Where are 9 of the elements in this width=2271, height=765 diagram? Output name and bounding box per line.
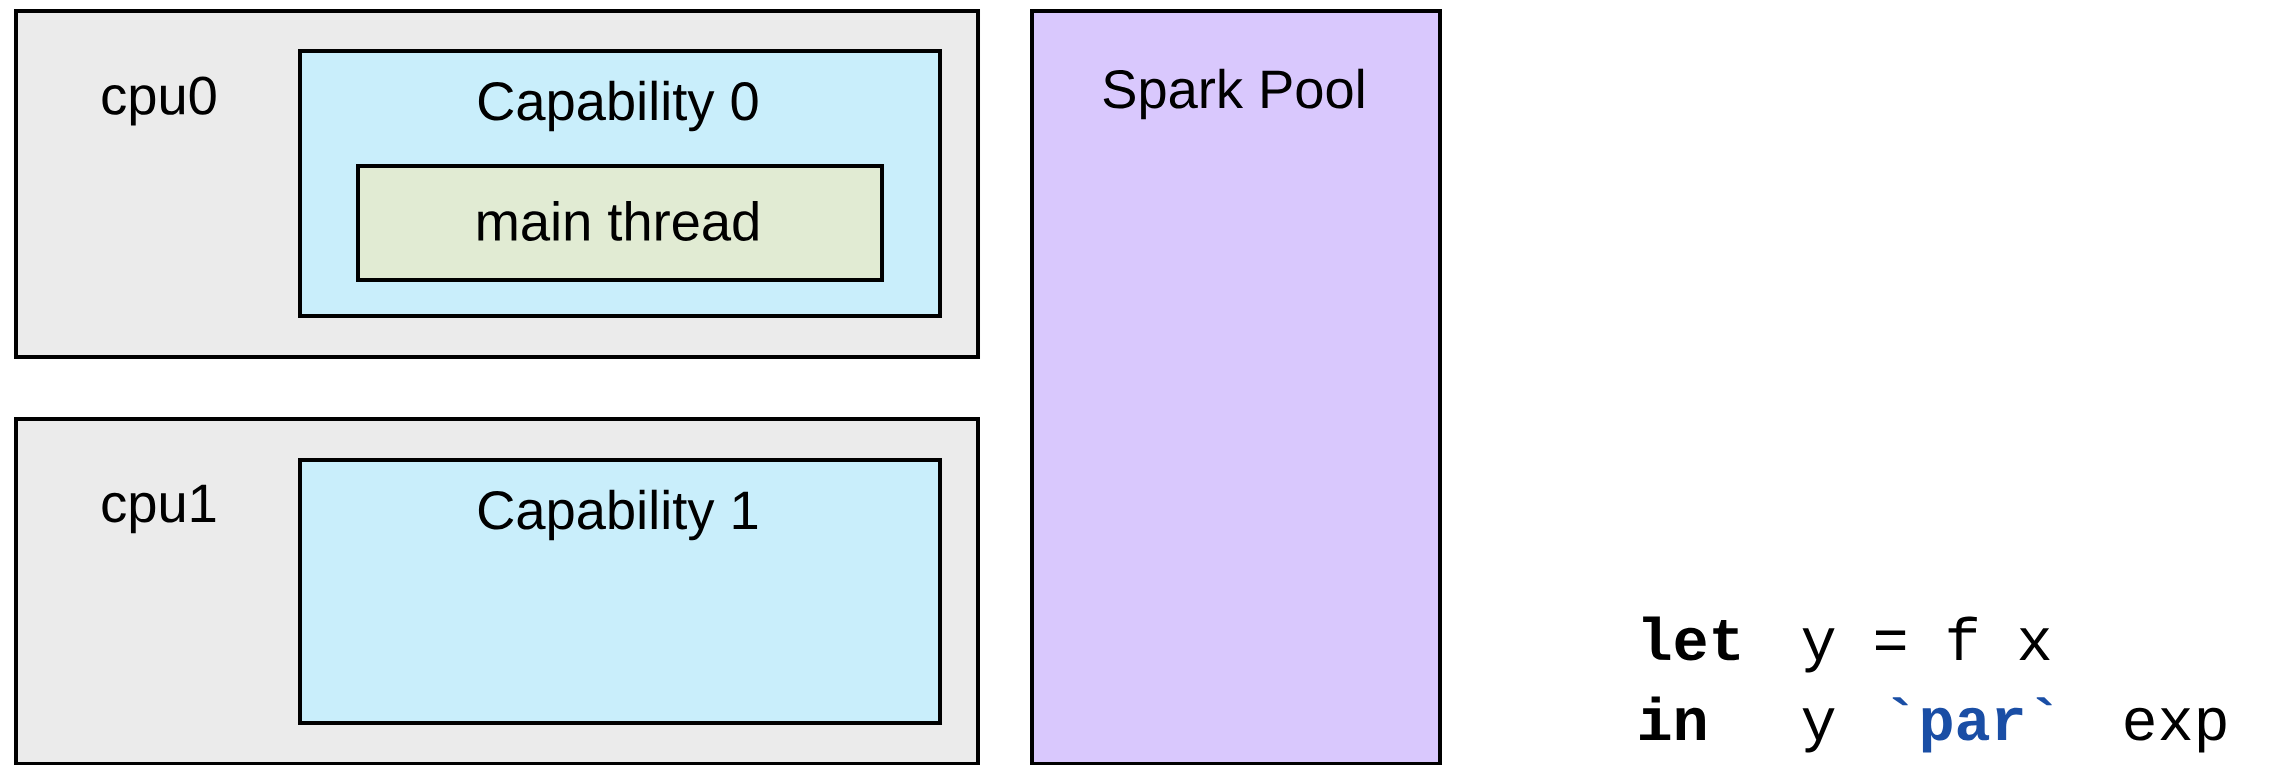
thread-box: main thread [356, 164, 884, 282]
spark-pool-box: Spark Pool [1030, 9, 1442, 765]
code-text: y [1802, 708, 1835, 753]
code-text: y = f x [1802, 616, 2050, 673]
capability-box: Capability 1 [298, 458, 942, 725]
code-text: exp [2125, 707, 2226, 753]
code-text: in [1640, 696, 1705, 740]
code-text: let [1643, 616, 1739, 661]
code-text: `par` [1892, 697, 2052, 753]
